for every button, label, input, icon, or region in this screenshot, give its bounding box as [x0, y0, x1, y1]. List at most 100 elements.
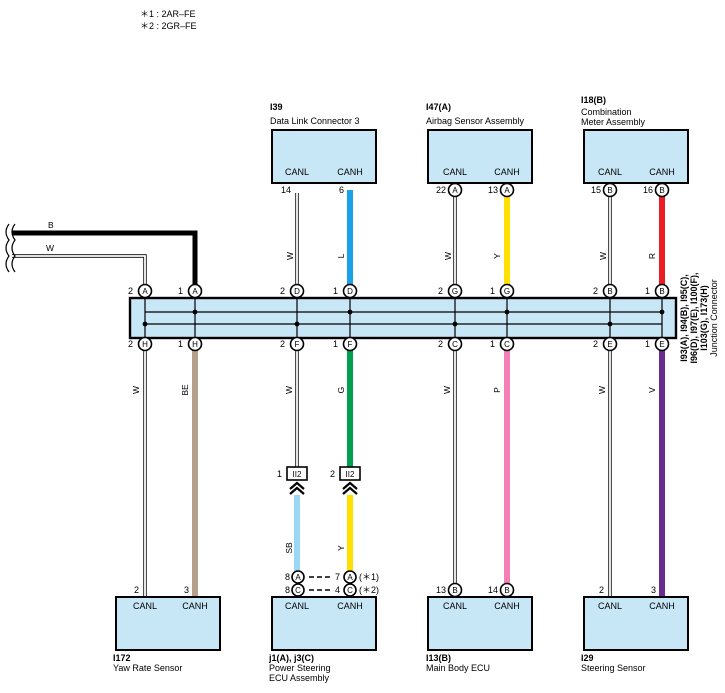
pin-label-canh: CANH	[337, 601, 363, 611]
svg-text:I93(A), I94(B), I95(C),: I93(A), I94(B), I95(C),	[679, 274, 689, 362]
component-steering-sensor: 2 3 CANL CANH I29 Steering Sensor	[581, 585, 689, 673]
component-data-link-connector-3: I39 Data Link Connector 3 CANL CANH 14 6	[270, 102, 377, 195]
pin-number: 22	[436, 185, 446, 195]
pin-number: 16	[643, 185, 653, 195]
pin-letter: A	[347, 573, 353, 582]
wire-color-label: W	[443, 252, 453, 260]
pin-number: 14	[281, 185, 291, 195]
pin-letter: F	[348, 340, 353, 349]
wire-color-label: P	[492, 387, 502, 393]
pin-letter: G	[504, 287, 510, 296]
note-2gr-fe: ＊2 : 2GR–FE	[140, 21, 197, 31]
wire-color-label: Y	[492, 253, 502, 259]
pin-label-canl: CANL	[133, 601, 157, 611]
component-name: Combination	[581, 107, 632, 117]
pin-number: 1	[490, 286, 495, 296]
wire-color-label: L	[336, 253, 346, 258]
pin-number: 13	[436, 585, 446, 595]
note-2ar-fe: ＊1 : 2AR–FE	[140, 9, 196, 19]
component-name: Yaw Rate Sensor	[113, 663, 182, 673]
component-name: ECU Assembly	[269, 673, 330, 683]
pin-label-canl: CANL	[443, 601, 467, 611]
pin-letter: H	[192, 340, 198, 349]
pin-label-canl: CANL	[598, 601, 622, 611]
component-id: I29	[581, 653, 594, 663]
pin-label-canh: CANH	[182, 601, 208, 611]
pin-number: 2	[134, 585, 139, 595]
component-id: j1(A), j3(C)	[268, 653, 314, 663]
pin-number: 13	[488, 185, 498, 195]
pin-letter: C	[452, 340, 458, 349]
svg-text:I103(G), I173(H): I103(G), I173(H)	[699, 285, 709, 351]
wire-color-label: W	[284, 386, 294, 394]
pin-letter: A	[142, 287, 148, 296]
pin-number: 1	[277, 469, 282, 479]
pin-number: 7	[335, 572, 340, 582]
pin-label-canl: CANL	[285, 167, 309, 177]
svg-text:Junction Connector: Junction Connector	[709, 279, 719, 357]
pin-letter: C	[295, 586, 301, 595]
pin-number: 8	[285, 572, 290, 582]
component-name: Main Body ECU	[426, 663, 490, 673]
pin-letter: G	[452, 287, 458, 296]
wire-color-label: W	[131, 386, 141, 394]
pin-number: 3	[184, 585, 189, 595]
component-id: I39	[270, 102, 283, 112]
component-id: I18(B)	[581, 95, 606, 105]
pin-number: 2	[593, 286, 598, 296]
component-name: Airbag Sensor Assembly	[426, 116, 525, 126]
pin-number: 1	[490, 339, 495, 349]
pin-letter: A	[504, 186, 510, 195]
wire-color-label: Y	[336, 545, 346, 551]
pin-number: 2	[128, 286, 133, 296]
pin-label-canh: CANH	[649, 167, 675, 177]
pin-letter: B	[659, 186, 664, 195]
pin-letter: C	[347, 586, 353, 595]
pin-number: 6	[339, 185, 344, 195]
pin-number: 14	[488, 585, 498, 595]
component-power-steering-ecu: CANL CANH j1(A), j3(C) Power Steering EC…	[268, 596, 377, 683]
pin-number: 1	[333, 286, 338, 296]
variant-note: (＊1)	[359, 572, 379, 582]
wire-break-marks	[5, 223, 16, 273]
pin-number: 2	[438, 339, 443, 349]
wire-color-label: SB	[284, 542, 294, 554]
pin-letter: D	[347, 287, 353, 296]
pin-letter: A	[192, 287, 198, 296]
pin-letter: B	[607, 287, 612, 296]
inline-connector-label: II2	[346, 470, 355, 479]
pin-number: 2	[438, 286, 443, 296]
pin-label-canh: CANH	[494, 601, 520, 611]
pin-letter: D	[294, 287, 300, 296]
wire-color-label: W	[285, 252, 295, 260]
pin-label-canl: CANL	[443, 167, 467, 177]
pin-number: 8	[285, 585, 290, 595]
wire-color-label: W	[598, 252, 608, 260]
inline-connector-ii2: II2 1 II2 2	[277, 466, 361, 495]
pin-number: 2	[280, 286, 285, 296]
wire-color-label: R	[647, 253, 657, 259]
junction-connector: 2 A 1 A 2 D 1 D 2 G 1 G 2 B 1 B	[128, 272, 719, 363]
wire-color-label: W	[442, 386, 452, 394]
component-name: Meter Assembly	[581, 117, 646, 127]
pin-label-canh: CANH	[494, 167, 520, 177]
component-name: Steering Sensor	[581, 663, 646, 673]
wires	[12, 190, 665, 597]
pin-number: 2	[280, 339, 285, 349]
pin-letter: C	[504, 340, 510, 349]
pin-label-canl: CANL	[598, 167, 622, 177]
wire-color-label: V	[647, 387, 657, 393]
svg-text:I96(D), I97(E), I100(F),: I96(D), I97(E), I100(F),	[689, 272, 699, 363]
component-name: Power Steering	[269, 663, 331, 673]
pin-label-canh: CANH	[649, 601, 675, 611]
wire-white-left-outer	[12, 254, 147, 290]
wire-color-label: W	[597, 386, 607, 394]
pin-letter: A	[452, 186, 458, 195]
pin-letter: A	[295, 573, 301, 582]
pin-letter: B	[504, 586, 509, 595]
pin-number: 1	[333, 339, 338, 349]
component-id: I13(B)	[426, 653, 451, 663]
pin-letter: B	[659, 287, 664, 296]
component-main-body-ecu: 13 B 14 B CANL CANH I13(B) Main Body ECU	[426, 582, 533, 673]
